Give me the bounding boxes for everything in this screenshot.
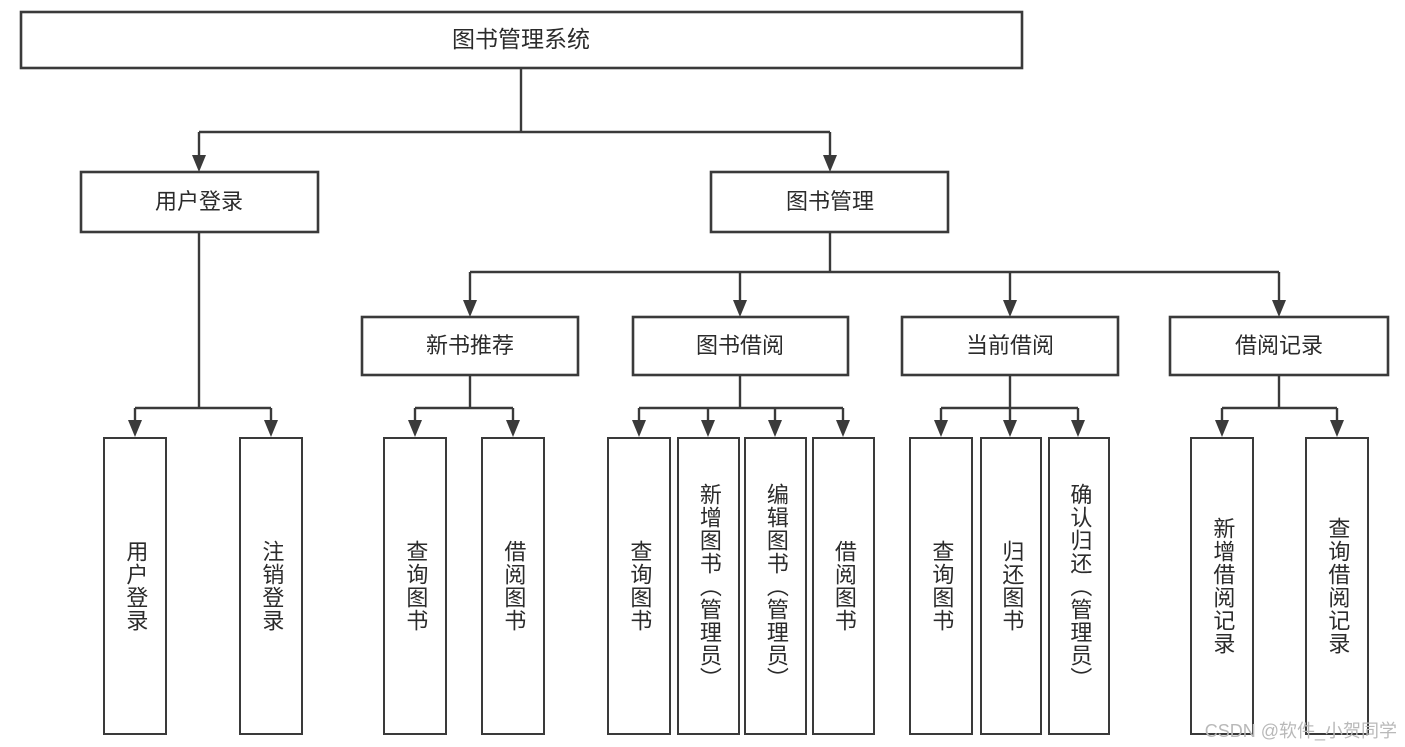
arrowhead-br-leaf1 [1215,420,1229,437]
leaf-bookborrow-add-book-label: 新增图书（管理员） [696,482,722,690]
node-user-login-label: 用户登录 [155,189,243,214]
leaf-bookborrow-edit-book-label: 编辑图书（管理员） [763,482,789,690]
node-borrow-record-rect[interactable] [1168,315,1390,377]
node-book-management-label: 图书管理 [786,189,874,214]
leaf-borrowrecord-add-record-label: 新增借阅记录 [1210,517,1236,655]
leaf-user-login[interactable]: 用户登录 [103,437,167,735]
arrowhead-cb-leaf3 [1071,420,1085,437]
arrowhead-bb-leaf3 [768,420,782,437]
arrowhead-book-mgmt [823,155,837,172]
node-user-login-rect[interactable] [79,170,320,234]
leaf-currentborrow-confirm-return[interactable]: 确认归还（管理员） [1048,437,1110,735]
node-root-label: 图书管理系统 [452,26,590,52]
leaf-newbook-query-book[interactable]: 查询图书 [383,437,447,735]
arrowhead-borrow-record [1272,300,1286,317]
arrowhead-nb-leaf2 [506,420,520,437]
leaf-newbook-query-book-label: 查询图书 [403,540,429,632]
node-new-book-recommend-label: 新书推荐 [426,333,514,358]
leaf-borrowrecord-query-record-label: 查询借阅记录 [1325,517,1351,655]
node-user-login[interactable]: 用户登录 [79,170,320,234]
leaf-borrowrecord-query-record[interactable]: 查询借阅记录 [1305,437,1369,735]
leaf-logout-label: 注销登录 [259,540,285,632]
arrowhead-user-login [192,155,206,172]
leaf-logout[interactable]: 注销登录 [239,437,303,735]
arrowhead-leaf-user-login [128,420,142,437]
leaf-currentborrow-confirm-return-label: 确认归还（管理员） [1067,482,1093,690]
arrowhead-bb-leaf2 [701,420,715,437]
arrowhead-current-borrow [1003,300,1017,317]
node-root[interactable]: 图书管理系统 [19,10,1024,70]
leaf-bookborrow-edit-book[interactable]: 编辑图书（管理员） [744,437,807,735]
node-book-management-rect[interactable] [709,170,950,234]
leaf-newbook-borrow-book-label: 借阅图书 [501,540,527,632]
arrowhead-bb-leaf1 [632,420,646,437]
node-current-borrow-label: 当前借阅 [966,333,1054,358]
node-book-management[interactable]: 图书管理 [709,170,950,234]
leaf-borrowrecord-add-record[interactable]: 新增借阅记录 [1190,437,1254,735]
arrowhead-nb-leaf1 [408,420,422,437]
leaf-bookborrow-query-book-label: 查询图书 [627,540,653,632]
leaf-bookborrow-add-book[interactable]: 新增图书（管理员） [677,437,740,735]
node-borrow-record[interactable]: 借阅记录 [1168,315,1390,377]
node-book-borrow-label: 图书借阅 [696,333,784,358]
arrowhead-br-leaf2 [1330,420,1344,437]
leaf-currentborrow-query-book[interactable]: 查询图书 [909,437,973,735]
node-root-rect[interactable] [19,10,1024,70]
arrowhead-cb-leaf1 [934,420,948,437]
arrowhead-bb-leaf4 [836,420,850,437]
node-borrow-record-label: 借阅记录 [1235,333,1323,358]
node-current-borrow[interactable]: 当前借阅 [900,315,1120,377]
leaf-user-login-label: 用户登录 [123,540,149,632]
leaf-newbook-borrow-book[interactable]: 借阅图书 [481,437,545,735]
leaf-currentborrow-return-book-label: 归还图书 [999,540,1025,632]
node-current-borrow-rect[interactable] [900,315,1120,377]
arrowhead-new-book [463,300,477,317]
arrowhead-cb-leaf2 [1003,420,1017,437]
arrowhead-book-borrow [733,300,747,317]
arrowhead-leaf-logout [264,420,278,437]
node-book-borrow-rect[interactable] [631,315,850,377]
leaf-currentborrow-query-book-label: 查询图书 [929,540,955,632]
node-new-book-recommend-rect[interactable] [360,315,580,377]
leaf-bookborrow-query-book[interactable]: 查询图书 [607,437,671,735]
leaf-bookborrow-borrow-book-label: 借阅图书 [831,540,857,632]
leaf-currentborrow-return-book[interactable]: 归还图书 [980,437,1042,735]
node-new-book-recommend[interactable]: 新书推荐 [360,315,580,377]
connectors [128,69,1344,437]
leaf-bookborrow-borrow-book[interactable]: 借阅图书 [812,437,875,735]
node-book-borrow[interactable]: 图书借阅 [631,315,850,377]
